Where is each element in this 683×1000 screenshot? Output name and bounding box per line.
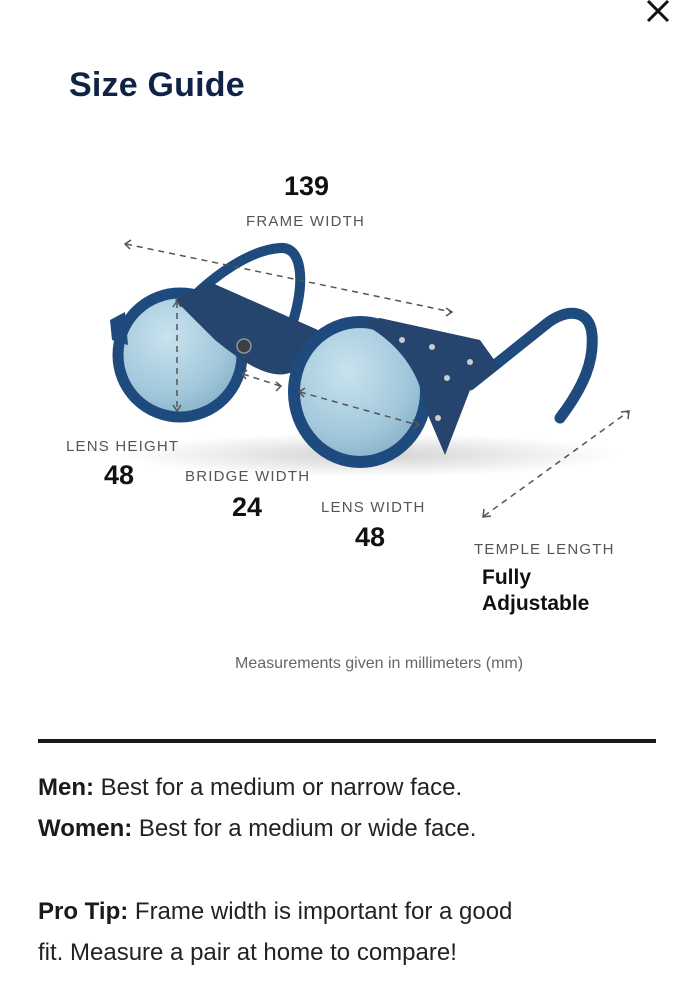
- lens-height-label: LENS HEIGHT: [66, 438, 180, 455]
- temple-length-label: TEMPLE LENGTH: [474, 541, 615, 558]
- close-button[interactable]: [641, 0, 675, 28]
- men-description: Best for a medium or narrow face.: [94, 774, 463, 801]
- section-divider: [38, 739, 656, 743]
- frame-width-label: FRAME WIDTH: [246, 213, 366, 230]
- pro-tip-line2: fit. Measure a pair at home to compare!: [38, 939, 457, 966]
- lens-width-value: 48: [355, 522, 386, 552]
- temple-length-value-line2: Adjustable: [482, 592, 590, 615]
- page-title: Size Guide: [69, 66, 245, 104]
- pro-tip-text-1: Frame width is important for a good: [128, 898, 513, 925]
- lens-width-label: LENS WIDTH: [321, 499, 426, 516]
- temple-length-value-line1: Fully: [482, 566, 532, 589]
- glasses-illustration: [110, 239, 630, 518]
- units-footnote: Measurements given in millimeters (mm): [235, 655, 524, 672]
- close-x-icon: [646, 0, 670, 23]
- bridge-width-value: 24: [232, 492, 263, 522]
- glasses-diagram: 139 FRAME WIDTH LENS HEIGHT 48 BRIDGE WI…: [0, 150, 683, 690]
- men-label: Men:: [38, 774, 94, 801]
- men-fit-text: Men: Best for a medium or narrow face.: [38, 774, 462, 803]
- women-fit-text: Women: Best for a medium or wide face.: [38, 815, 476, 844]
- pro-tip-label: Pro Tip:: [38, 898, 129, 925]
- women-label: Women:: [38, 815, 133, 842]
- frame-width-value: 139: [284, 171, 330, 201]
- bridge-width-label: BRIDGE WIDTH: [185, 468, 311, 485]
- lens-height-value: 48: [104, 460, 135, 490]
- women-description: Best for a medium or wide face.: [132, 815, 477, 842]
- pro-tip-line1: Pro Tip: Frame width is important for a …: [38, 898, 512, 927]
